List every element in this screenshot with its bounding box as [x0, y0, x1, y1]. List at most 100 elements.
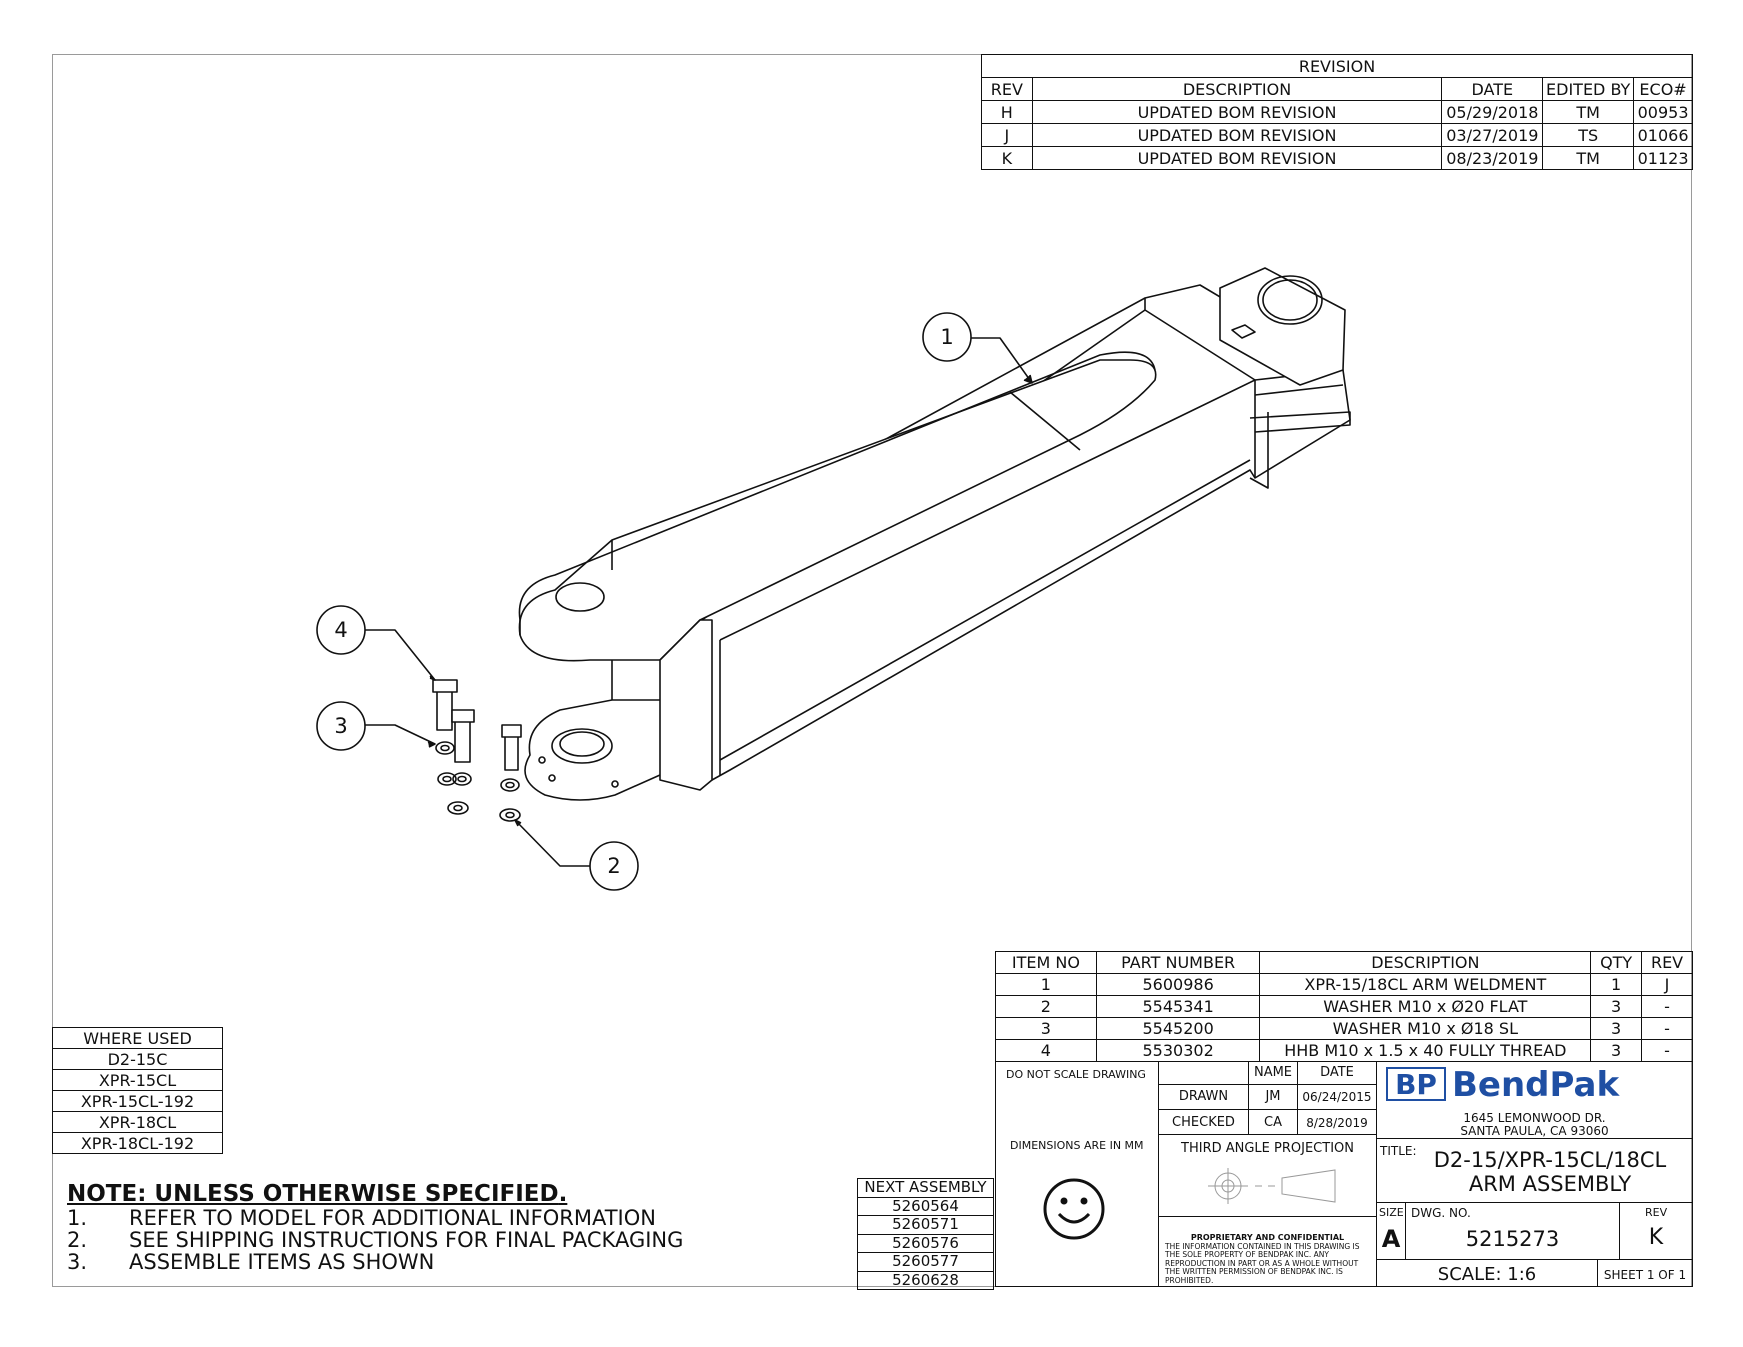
revision-cell: 08/23/2019	[1441, 146, 1544, 170]
drawing-title-line-1: D2-15/XPR-15CL/18CL	[1433, 1148, 1667, 1172]
revision-cell: 05/29/2018	[1441, 100, 1544, 124]
revision-cell: UPDATED BOM REVISION	[1031, 100, 1443, 124]
revision-cell: UPDATED BOM REVISION	[1031, 146, 1443, 170]
dwg-no-value: 5215273	[1465, 1227, 1560, 1251]
revision-cell: 00953	[1633, 100, 1693, 124]
proprietary-line: THE INFORMATION CONTAINED IN THIS DRAWIN…	[1165, 1242, 1360, 1251]
bendpak-logo: BP BendPak	[1386, 1066, 1620, 1102]
title-block: DO NOT SCALE DRAWING DIMENSIONS ARE IN M…	[995, 1061, 1693, 1287]
bom-cell: 5530302	[1095, 1039, 1261, 1062]
drawing-title-line-2: ARM ASSEMBLY	[1468, 1172, 1632, 1196]
name-header: NAME	[1253, 1065, 1293, 1080]
date-header: DATE	[1320, 1065, 1354, 1080]
note-number: 3.	[67, 1250, 88, 1274]
rev-label: REV	[1645, 1206, 1668, 1219]
note-item: 3. ASSEMBLE ITEMS AS SHOWN	[67, 1251, 683, 1273]
logo-mark: BP	[1395, 1068, 1437, 1101]
balloon-4-label: 4	[334, 618, 347, 642]
smiley-icon	[1043, 1178, 1105, 1240]
balloon-2-label: 2	[607, 854, 620, 878]
bom-header-description: DESCRIPTION	[1259, 951, 1592, 974]
where-used-item: D2-15C	[52, 1048, 223, 1070]
revision-header-description: DESCRIPTION	[1031, 77, 1443, 101]
bom-cell: J	[1641, 973, 1693, 996]
revision-cell: TS	[1542, 123, 1635, 147]
bom-row: 2 5545341 WASHER M10 x Ø20 FLAT 3 -	[995, 995, 1693, 1018]
projection-label: THIRD ANGLE PROJECTION	[1181, 1141, 1354, 1156]
bom-cell: WASHER M10 x Ø20 FLAT	[1259, 995, 1592, 1018]
where-used-item: XPR-18CL-192	[52, 1132, 223, 1154]
revision-cell: K	[981, 146, 1033, 170]
address-line-1: 1645 LEMONWOOD DR.	[1463, 1111, 1606, 1125]
drawn-name: JM	[1265, 1089, 1281, 1104]
bom-row: 4 5530302 HHB M10 x 1.5 x 40 FULLY THREA…	[995, 1039, 1693, 1062]
bom-cell: 5545341	[1095, 995, 1261, 1018]
note-item: 1. REFER TO MODEL FOR ADDITIONAL INFORMAT…	[67, 1207, 683, 1229]
next-assembly-item: 5260577	[857, 1252, 994, 1272]
drawing-title: D2-15/XPR-15CL/18CL ARM ASSEMBLY	[1415, 1148, 1685, 1196]
proprietary-line: THE SOLE PROPERTY OF BENDPAK INC. ANY	[1165, 1250, 1329, 1260]
bom-cell: 3	[1590, 1039, 1643, 1062]
bom-cell: 5600986	[1095, 973, 1261, 996]
checked-label: CHECKED	[1172, 1115, 1235, 1130]
revision-cell: 01066	[1633, 123, 1693, 147]
bom-cell: 3	[1590, 1017, 1643, 1040]
revision-table: REVISION REV DESCRIPTION DATE EDITED BY …	[981, 54, 1693, 170]
notes-title-text: NOTE: UNLESS OTHERWISE SPECIFIED	[67, 1181, 559, 1207]
next-assembly-table: NEXT ASSEMBLY 5260564 5260571 5260576 52…	[857, 1178, 994, 1290]
proprietary-line: THE WRITTEN PERMISSION OF BENDPAK INC. I…	[1165, 1267, 1343, 1277]
collar-end	[1219, 267, 1346, 386]
company-address: 1645 LEMONWOOD DR. SANTA PAULA, CA 93060	[1376, 1112, 1693, 1138]
bom-cell: 1	[995, 973, 1097, 996]
revision-cell: 01123	[1633, 146, 1693, 170]
bom-cell: -	[1641, 995, 1693, 1018]
bom-cell: 2	[995, 995, 1097, 1018]
note-text: REFER TO MODEL FOR ADDITIONAL INFORMATIO…	[129, 1206, 656, 1230]
proprietary-title: PROPRIETARY AND CONFIDENTIAL	[1190, 1233, 1345, 1242]
bom-cell: 1	[1590, 973, 1643, 996]
revision-cell: UPDATED BOM REVISION	[1031, 123, 1443, 147]
bom-cell: 3	[995, 1017, 1097, 1040]
proprietary-text: THE INFORMATION CONTAINED IN THIS DRAWIN…	[1165, 1242, 1360, 1285]
bom-cell: -	[1641, 1017, 1693, 1040]
bom-header-rev: REV	[1641, 951, 1693, 974]
bom-row: 1 5600986 XPR-15/18CL ARM WELDMENT 1 J	[995, 973, 1693, 996]
balloon-3	[316, 701, 366, 751]
note-number: 1.	[67, 1206, 88, 1230]
bom-cell: HHB M10 x 1.5 x 40 FULLY THREAD	[1259, 1039, 1592, 1062]
drawn-date: 06/24/2015	[1302, 1090, 1372, 1104]
proprietary-line: REPRODUCTION IN PART OR AS A WHOLE WITHO…	[1165, 1258, 1359, 1268]
lower-plate	[524, 660, 701, 801]
balloon-2	[589, 841, 639, 891]
logo-company: BendPak	[1452, 1066, 1620, 1102]
balloon-4	[316, 605, 366, 655]
address-line-2: SANTA PAULA, CA 93060	[1460, 1124, 1609, 1138]
size-value: A	[1381, 1225, 1401, 1253]
bom-header-qty: QTY	[1590, 951, 1643, 974]
fasteners	[432, 679, 522, 822]
revision-row: J UPDATED BOM REVISION 03/27/2019 TS 010…	[981, 123, 1693, 147]
next-assembly-item: 5260628	[857, 1270, 994, 1290]
notes-title: NOTE: UNLESS OTHERWISE SPECIFIED.	[67, 1181, 568, 1207]
general-notes: NOTE: UNLESS OTHERWISE SPECIFIED. 1. REFE…	[67, 1181, 683, 1274]
balloon-3-label: 3	[334, 714, 347, 738]
note-text: SEE SHIPPING INSTRUCTIONS FOR FINAL PACK…	[129, 1228, 684, 1252]
next-assembly-item: 5260564	[857, 1196, 994, 1216]
tb-cell	[1158, 1061, 1249, 1085]
where-used-item: XPR-18CL	[52, 1111, 223, 1133]
next-assembly-item: 5260571	[857, 1215, 994, 1235]
dwg-no-label: DWG. NO.	[1411, 1206, 1471, 1220]
side-bracket	[659, 619, 713, 791]
title-label: TITLE:	[1380, 1144, 1417, 1158]
bom-table: ITEM NO PART NUMBER DESCRIPTION QTY REV …	[995, 951, 1693, 1062]
bom-cell: 5545200	[1095, 1017, 1261, 1040]
rev-value: K	[1648, 1225, 1664, 1250]
balloon-1	[922, 312, 972, 362]
note-item: 2.SEE SHIPPING INSTRUCTIONS FOR FINAL PA…	[67, 1229, 683, 1251]
next-assembly-item: 5260576	[857, 1233, 994, 1253]
bom-cell: 3	[1590, 995, 1643, 1018]
bom-header-item: ITEM NO	[995, 951, 1097, 974]
scale-value: SCALE: 1:6	[1437, 1264, 1537, 1285]
note-text: ASSEMBLE ITEMS AS SHOWN	[129, 1250, 435, 1274]
where-used-item: XPR-15CL-192	[52, 1090, 223, 1112]
